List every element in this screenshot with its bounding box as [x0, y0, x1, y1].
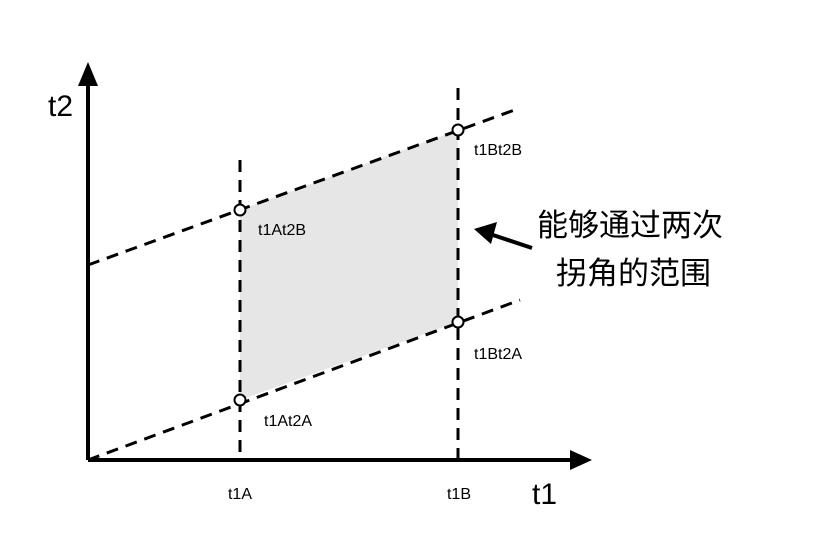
marker-t1a-t2b: [233, 203, 247, 217]
x-axis-arrow-icon: [570, 450, 592, 470]
annotation-line-1: 能够通过两次: [537, 208, 723, 244]
marker-t1b-t2a: [451, 315, 465, 329]
upper-dashed-line: [87, 106, 521, 267]
tick-label-t1a: t1A: [228, 486, 252, 503]
annotation-arrow-head-icon: [474, 222, 497, 244]
point-label-t1a-t2a: t1At2A: [264, 413, 312, 430]
feasible-region: [240, 130, 458, 400]
tick-label-t1b: t1B: [447, 486, 471, 503]
x-axis-title: t1: [532, 478, 557, 511]
point-label-t1b-t2b: t1Bt2B: [474, 142, 522, 159]
y-axis-arrow-icon: [78, 62, 98, 86]
annotation-line-2: 拐角的范围: [556, 256, 711, 292]
y-axis-title: t2: [48, 90, 73, 123]
marker-t1a-t2a: [233, 393, 247, 407]
lower-dashed-line: [87, 298, 521, 462]
marker-t1b-t2b: [451, 123, 465, 137]
point-label-t1a-t2b: t1At2B: [258, 222, 306, 239]
annotation-arrow-shaft: [489, 232, 533, 250]
point-label-t1b-t2a: t1Bt2A: [474, 346, 522, 363]
